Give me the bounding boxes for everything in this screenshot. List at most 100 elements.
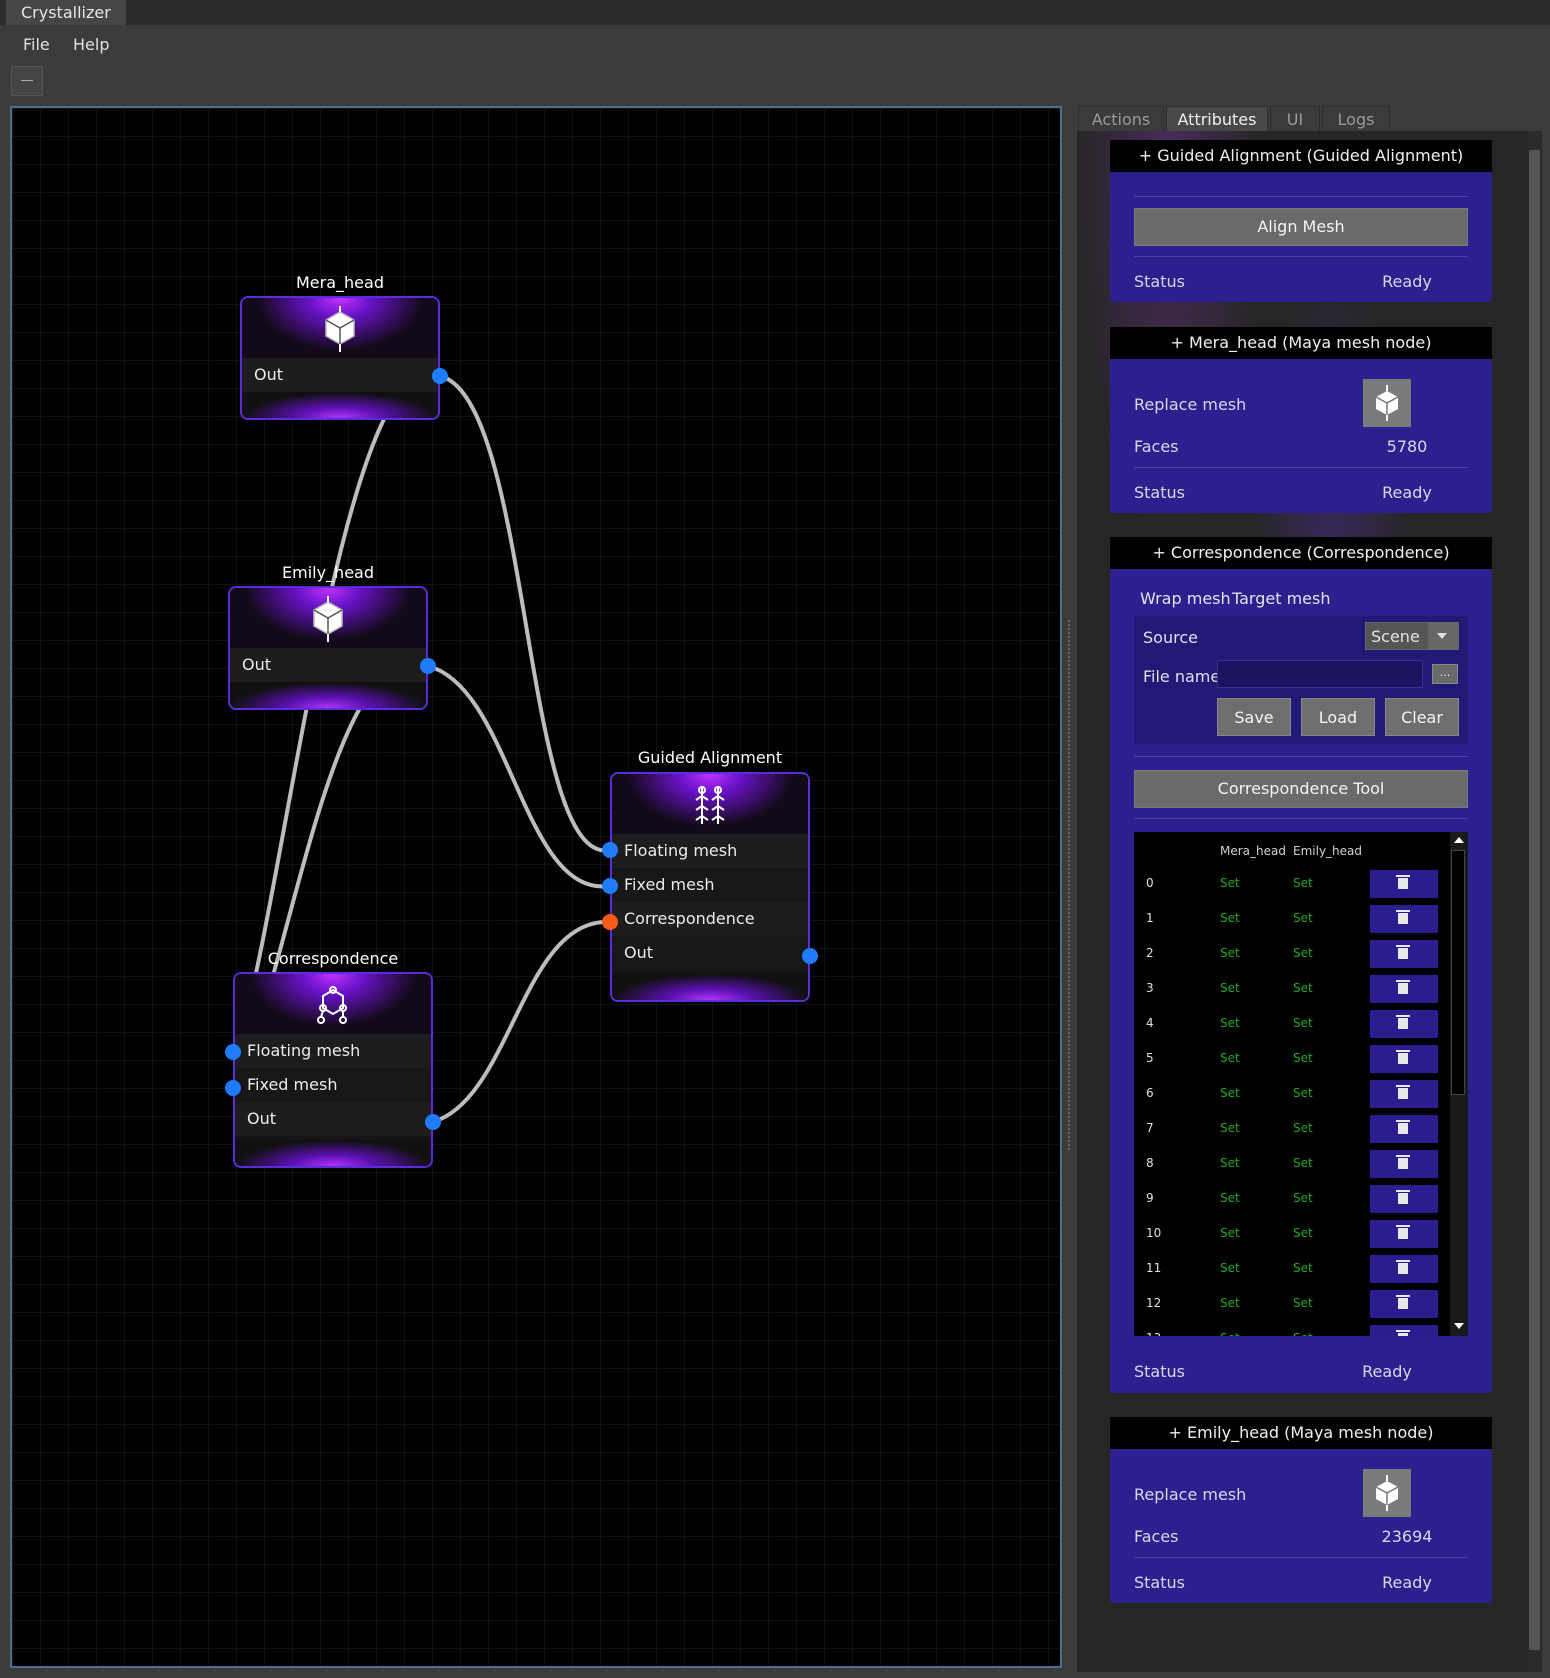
set-mera-button[interactable]: Set (1220, 1226, 1240, 1240)
toolbar-collapse-button[interactable] (11, 66, 43, 96)
browse-file-button[interactable]: ... (1432, 664, 1458, 684)
subtab-target-mesh[interactable]: Target mesh (1232, 589, 1331, 608)
delete-row-button[interactable] (1370, 1115, 1438, 1143)
menu-file[interactable]: File (23, 35, 50, 54)
save-button[interactable]: Save (1217, 698, 1291, 736)
set-mera-button[interactable]: Set (1220, 1261, 1240, 1275)
node-graph-canvas[interactable]: Mera_head Out Emily_head Out Corresponde… (10, 106, 1062, 1668)
set-emily-button[interactable]: Set (1293, 1086, 1313, 1100)
node-port-row: Out (612, 936, 808, 970)
section-header[interactable]: + Correspondence (Correspondence) (1110, 537, 1492, 569)
delete-row-button[interactable] (1370, 1045, 1438, 1073)
load-button[interactable]: Load (1301, 698, 1375, 736)
set-emily-button[interactable]: Set (1293, 1051, 1313, 1065)
delete-row-button[interactable] (1370, 1290, 1438, 1318)
set-emily-button[interactable]: Set (1293, 1331, 1313, 1336)
port-guided-corr-in[interactable] (602, 914, 618, 930)
set-mera-button[interactable]: Set (1220, 981, 1240, 995)
delete-row-button[interactable] (1370, 940, 1438, 968)
row-index: 12 (1146, 1296, 1162, 1310)
delete-row-button[interactable] (1370, 1150, 1438, 1178)
chevron-down-icon (1428, 623, 1458, 649)
delete-row-button[interactable] (1370, 1255, 1438, 1283)
node-guided-alignment[interactable]: Floating mesh Fixed mesh Correspondence … (610, 772, 810, 1002)
file-name-input[interactable] (1217, 660, 1423, 688)
delete-row-button[interactable] (1370, 1185, 1438, 1213)
panel-scrollbar-thumb[interactable] (1529, 150, 1540, 1650)
tab-logs[interactable]: Logs (1322, 106, 1390, 132)
row-index: 9 (1146, 1191, 1154, 1205)
set-emily-button[interactable]: Set (1293, 1226, 1313, 1240)
port-guided-fixed-in[interactable] (602, 878, 618, 894)
row-index: 11 (1146, 1261, 1162, 1275)
section-header[interactable]: + Guided Alignment (Guided Alignment) (1110, 140, 1492, 172)
row-index: 7 (1146, 1121, 1154, 1135)
tab-attributes[interactable]: Attributes (1166, 106, 1268, 132)
delete-row-button[interactable] (1370, 905, 1438, 933)
set-emily-button[interactable]: Set (1293, 1156, 1313, 1170)
port-guided-out[interactable] (802, 948, 818, 964)
set-emily-button[interactable]: Set (1293, 946, 1313, 960)
node-title-emily-head: Emily_head (282, 563, 374, 582)
set-emily-button[interactable]: Set (1293, 876, 1313, 890)
set-mera-button[interactable]: Set (1220, 1191, 1240, 1205)
set-mera-button[interactable]: Set (1220, 1121, 1240, 1135)
node-correspondence[interactable]: Floating mesh Fixed mesh Out (233, 972, 433, 1168)
port-corr-fixed-in[interactable] (225, 1080, 241, 1096)
set-mera-button[interactable]: Set (1220, 1296, 1240, 1310)
tab-actions[interactable]: Actions (1078, 106, 1164, 132)
delete-row-button[interactable] (1370, 975, 1438, 1003)
set-mera-button[interactable]: Set (1220, 1016, 1240, 1030)
set-mera-button[interactable]: Set (1220, 946, 1240, 960)
set-emily-button[interactable]: Set (1293, 1296, 1313, 1310)
section-mera-head: + Mera_head (Maya mesh node) Replace mes… (1110, 327, 1492, 513)
set-emily-button[interactable]: Set (1293, 1191, 1313, 1205)
set-mera-button[interactable]: Set (1220, 1051, 1240, 1065)
delete-row-button[interactable] (1370, 1010, 1438, 1038)
set-mera-button[interactable]: Set (1220, 876, 1240, 890)
table-row: 12 Set Set (1134, 1286, 1444, 1321)
port-corr-floating-in[interactable] (225, 1044, 241, 1060)
align-mesh-button[interactable]: Align Mesh (1134, 208, 1468, 246)
set-emily-button[interactable]: Set (1293, 1016, 1313, 1030)
set-mera-button[interactable]: Set (1220, 1156, 1240, 1170)
row-index: 2 (1146, 946, 1154, 960)
set-emily-button[interactable]: Set (1293, 1121, 1313, 1135)
delete-row-button[interactable] (1370, 1325, 1438, 1336)
subtab-wrap-mesh[interactable]: Wrap mesh (1134, 584, 1237, 614)
status-value: Ready (1382, 483, 1432, 502)
port-emily-out[interactable] (420, 658, 436, 674)
delete-row-button[interactable] (1370, 1080, 1438, 1108)
node-emily-head[interactable]: Out (228, 586, 428, 710)
node-title-correspondence: Correspondence (267, 949, 399, 968)
delete-row-button[interactable] (1370, 870, 1438, 898)
table-scrollbar-thumb[interactable] (1451, 850, 1465, 1095)
panel-splitter[interactable] (1068, 620, 1072, 1150)
trash-icon (1396, 1225, 1410, 1239)
port-mera-out[interactable] (432, 368, 448, 384)
trash-icon (1396, 980, 1410, 994)
node-mera-head[interactable]: Out (240, 296, 440, 420)
replace-mesh-button[interactable] (1363, 1469, 1411, 1517)
trash-icon (1396, 875, 1410, 889)
replace-mesh-button[interactable] (1363, 379, 1411, 427)
clear-button[interactable]: Clear (1385, 698, 1459, 736)
delete-row-button[interactable] (1370, 1220, 1438, 1248)
scroll-up-icon[interactable] (1454, 837, 1464, 843)
section-header[interactable]: + Mera_head (Maya mesh node) (1110, 327, 1492, 359)
port-corr-out[interactable] (425, 1114, 441, 1130)
set-emily-button[interactable]: Set (1293, 981, 1313, 995)
set-mera-button[interactable]: Set (1220, 911, 1240, 925)
section-header[interactable]: + Emily_head (Maya mesh node) (1110, 1417, 1492, 1449)
set-mera-button[interactable]: Set (1220, 1331, 1240, 1336)
row-index: 5 (1146, 1051, 1154, 1065)
menu-help[interactable]: Help (73, 35, 110, 54)
scroll-down-icon[interactable] (1454, 1323, 1464, 1329)
correspondence-tool-button[interactable]: Correspondence Tool (1134, 770, 1468, 808)
set-mera-button[interactable]: Set (1220, 1086, 1240, 1100)
port-guided-floating-in[interactable] (602, 842, 618, 858)
set-emily-button[interactable]: Set (1293, 1261, 1313, 1275)
tab-ui[interactable]: UI (1270, 106, 1320, 132)
set-emily-button[interactable]: Set (1293, 911, 1313, 925)
source-dropdown[interactable]: Scene (1365, 622, 1459, 650)
